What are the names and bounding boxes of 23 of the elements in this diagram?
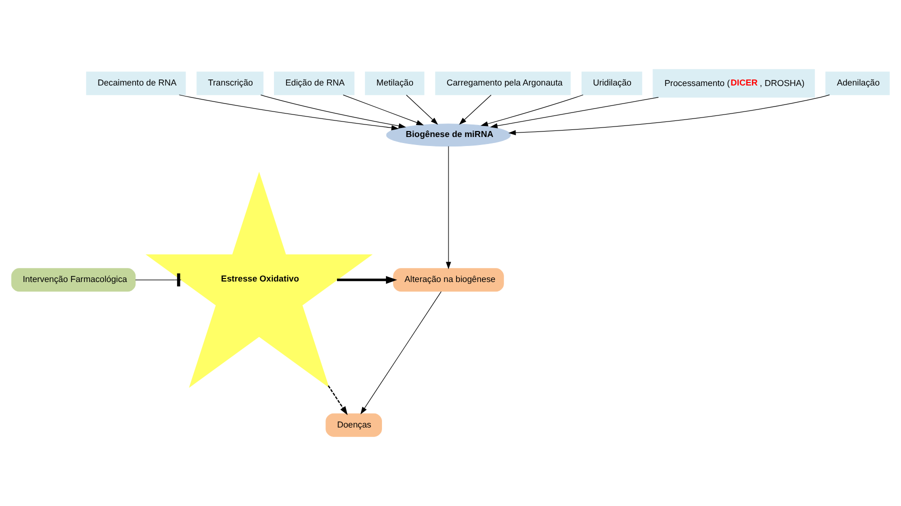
arrow [480, 94, 584, 126]
arrow [508, 94, 830, 136]
arrow [360, 291, 442, 414]
arrow [446, 146, 452, 270]
arrow [490, 97, 659, 128]
arrow [178, 94, 399, 130]
node-box: Alteração na biogênese [393, 268, 504, 292]
arrow [342, 94, 424, 126]
node-box: Uridilação [582, 72, 642, 96]
node-box: Intervenção Farmacológica [11, 268, 136, 292]
node-box: Doenças [326, 413, 382, 437]
node-box: Decaimento de RNA [86, 72, 186, 96]
node-box: Carregamento pela Argonauta [435, 72, 571, 96]
arrow [328, 385, 348, 416]
arrow [406, 94, 438, 125]
node-box: Processamento (DICER, DROSHA) [652, 69, 815, 98]
arrow [260, 94, 406, 128]
arrow [459, 94, 492, 125]
node-box: Adenilação [825, 72, 890, 96]
node-box: Edição de RNA [274, 72, 354, 96]
node-box: Transcrição [196, 72, 264, 96]
arrow [336, 276, 398, 284]
node-box: Metilação [364, 72, 424, 96]
